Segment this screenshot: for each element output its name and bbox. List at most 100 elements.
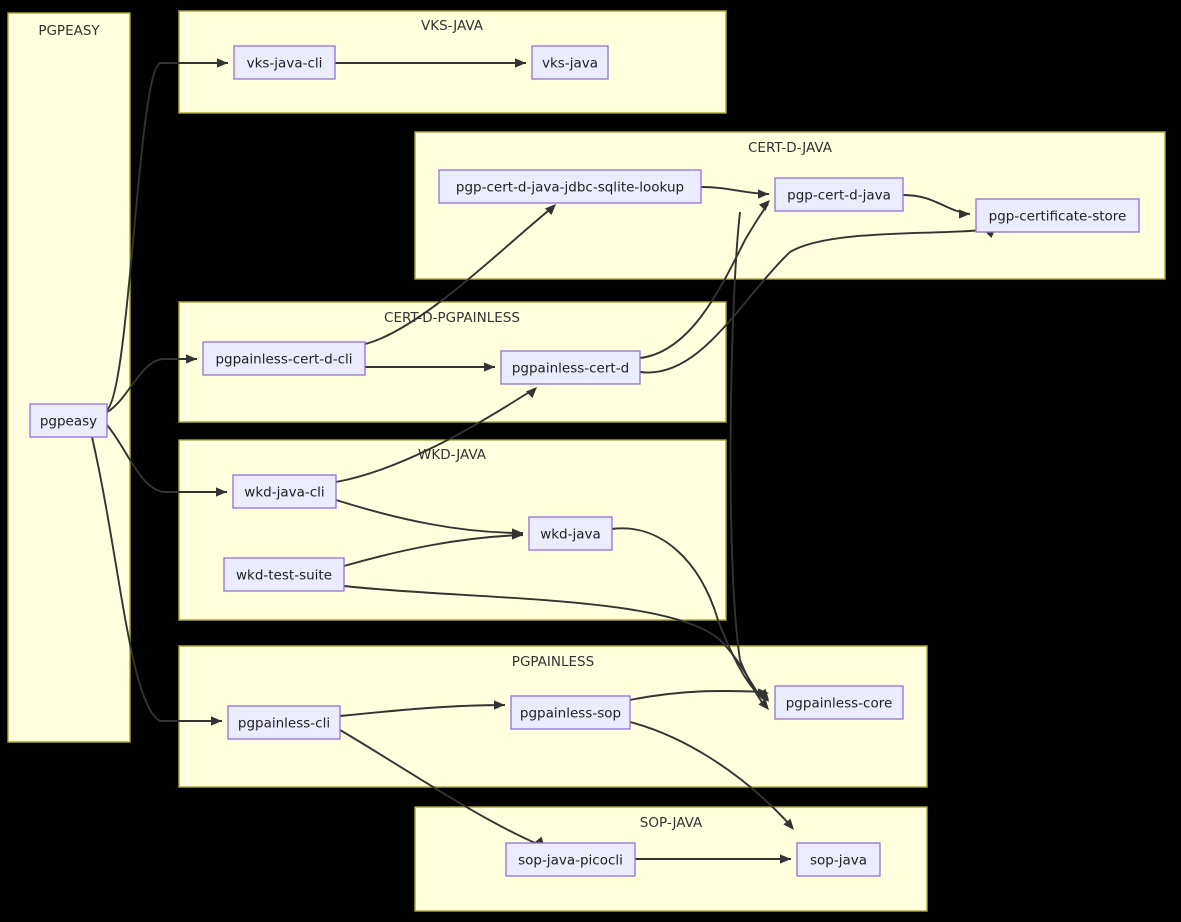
node-pgp-cert-d-java-jdbc-sqlite-lookup[interactable]: pgp-cert-d-java-jdbc-sqlite-lookup bbox=[438, 169, 702, 204]
arrow-head-icon bbox=[217, 58, 228, 68]
node-wkd-test-suite[interactable]: wkd-test-suite bbox=[223, 557, 345, 592]
node-box-pgpainless-cert-d-cli[interactable] bbox=[202, 341, 366, 376]
arrow-head-icon bbox=[780, 854, 791, 864]
arrow-head-icon bbox=[758, 200, 770, 212]
node-label-pgp-cert-d-java-jdbc-sqlite-lookup: pgp-cert-d-java-jdbc-sqlite-lookup bbox=[456, 180, 684, 196]
node-pgpainless-cert-d-cli[interactable]: pgpainless-cert-d-cli bbox=[202, 341, 366, 376]
node-box-pgp-cert-d-java-jdbc-sqlite-lookup[interactable] bbox=[438, 169, 702, 204]
edge-vks-java-cli-to-vks-java bbox=[335, 58, 526, 68]
arrow-head-icon bbox=[758, 698, 769, 710]
arrow-head-icon bbox=[515, 58, 526, 68]
arrow-head-icon bbox=[484, 362, 495, 372]
edge-path bbox=[339, 704, 506, 717]
edge-pgp-cert-d-java-jdbc-sqlite-lookup-to-pgp-cert-d-java bbox=[700, 186, 770, 199]
node-sop-java-picocli[interactable]: sop-java-picocli bbox=[505, 842, 636, 877]
node-label-vks-java-cli: vks-java-cli bbox=[247, 56, 323, 72]
node-label-pgpeasy: pgpeasy bbox=[40, 414, 97, 430]
edge-path bbox=[335, 388, 535, 483]
edge-path bbox=[339, 729, 541, 846]
edge-sop-java-picocli-to-sop-java bbox=[635, 854, 791, 864]
node-pgpainless-core[interactable]: pgpainless-core bbox=[774, 685, 904, 720]
edge-pgp-cert-d-java-to-pgp-certificate-store bbox=[902, 194, 971, 219]
edge-path bbox=[729, 211, 766, 707]
edge-wkd-java-cli-to-pgpainless-cert-d bbox=[335, 387, 537, 483]
cluster-title-sop-java: SOP-JAVA bbox=[640, 815, 703, 831]
node-label-sop-java-picocli: sop-java-picocli bbox=[518, 853, 623, 869]
node-pgpainless-cert-d[interactable]: pgpainless-cert-d bbox=[500, 350, 641, 385]
node-wkd-java[interactable]: wkd-java bbox=[528, 516, 613, 551]
node-pgpainless-sop[interactable]: pgpainless-sop bbox=[510, 695, 631, 730]
edge-path bbox=[335, 499, 524, 534]
arrow-head-icon bbox=[758, 688, 769, 698]
node-vks-java[interactable]: vks-java bbox=[531, 45, 609, 80]
node-label-pgpainless-core: pgpainless-core bbox=[786, 696, 893, 712]
node-box-pgpainless-cli[interactable] bbox=[227, 705, 341, 740]
arrow-head-icon bbox=[525, 387, 537, 399]
node-sop-java[interactable]: sop-java bbox=[796, 842, 881, 877]
node-pgp-cert-d-java[interactable]: pgp-cert-d-java bbox=[774, 177, 904, 212]
edge-pgpeasy-to-pgpainless-cert-d-cli bbox=[106, 354, 197, 413]
node-box-pgpainless-cert-d[interactable] bbox=[500, 350, 641, 385]
node-label-pgpainless-cli: pgpainless-cli bbox=[238, 716, 330, 732]
node-box-sop-java[interactable] bbox=[796, 842, 881, 877]
node-label-wkd-java: wkd-java bbox=[540, 527, 601, 543]
node-pgpeasy[interactable]: pgpeasy bbox=[29, 403, 108, 438]
edge-path bbox=[639, 203, 769, 359]
node-vks-java-cli[interactable]: vks-java-cli bbox=[233, 45, 336, 80]
arrow-head-icon bbox=[959, 209, 970, 219]
node-layer: pgpeasy vks-java-cli vks-java pgp-cert-d-ja… bbox=[29, 45, 1140, 877]
edge-pgpainless-cert-d-cli-to-pgpainless-cert-d bbox=[365, 362, 495, 372]
node-box-vks-java-cli[interactable] bbox=[233, 45, 336, 80]
edge-pgpainless-sop-to-sop-java bbox=[629, 721, 794, 830]
node-wkd-java-cli[interactable]: wkd-java-cli bbox=[232, 474, 337, 509]
node-box-vks-java[interactable] bbox=[531, 45, 609, 80]
edge-path bbox=[343, 534, 524, 567]
node-box-pgpainless-core[interactable] bbox=[774, 685, 904, 720]
arrow-head-icon bbox=[186, 354, 197, 364]
node-pgpainless-cli[interactable]: pgpainless-cli bbox=[227, 705, 341, 740]
cluster-title-pgpeasy: PGPEASY bbox=[38, 23, 100, 39]
node-pgp-certificate-store[interactable]: pgp-certificate-store bbox=[975, 198, 1140, 233]
edge-path bbox=[106, 62, 228, 411]
node-box-wkd-java[interactable] bbox=[528, 516, 613, 551]
arrow-head-icon bbox=[758, 189, 769, 199]
arrow-head-icon bbox=[783, 818, 794, 830]
edge-wkd-test-suite-to-wkd-java bbox=[343, 530, 524, 567]
arrow-head-icon bbox=[512, 530, 523, 540]
node-box-wkd-test-suite[interactable] bbox=[223, 557, 345, 592]
edge-path bbox=[639, 228, 991, 374]
cluster-box-wkd-java bbox=[178, 439, 727, 621]
node-label-pgpainless-sop: pgpainless-sop bbox=[520, 706, 621, 722]
cluster-title-pgpainless: PGPAINLESS bbox=[512, 654, 594, 670]
node-box-sop-java-picocli[interactable] bbox=[505, 842, 636, 877]
arrow-head-icon bbox=[216, 487, 227, 497]
node-box-pgp-cert-d-java[interactable] bbox=[774, 177, 904, 212]
node-label-pgp-cert-d-java: pgp-cert-d-java bbox=[787, 188, 891, 204]
node-label-pgp-certificate-store: pgp-certificate-store bbox=[989, 209, 1127, 225]
edge-pgpeasy-to-wkd-java-cli bbox=[106, 424, 227, 497]
cluster-wkd-java: WKD-JAVA bbox=[178, 439, 727, 621]
edge-pgpainless-cert-d-to-pgp-cert-d-java bbox=[639, 200, 770, 359]
node-box-pgp-certificate-store[interactable] bbox=[975, 198, 1140, 233]
edge-pgpeasy-to-vks-java-cli bbox=[106, 58, 228, 411]
edge-pgp-cert-d-java-to-pgpainless-core bbox=[729, 211, 769, 710]
cluster-box-pgpeasy bbox=[7, 12, 131, 743]
cluster-title-cert-d-pgpainless: CERT-D-PGPAINLESS bbox=[384, 310, 520, 326]
node-box-wkd-java-cli[interactable] bbox=[232, 474, 337, 509]
edge-path bbox=[91, 436, 222, 722]
edge-path bbox=[364, 205, 555, 345]
node-label-vks-java: vks-java bbox=[542, 56, 598, 72]
node-label-pgpainless-cert-d: pgpainless-cert-d bbox=[512, 361, 629, 377]
edge-pgpainless-cli-to-pgpainless-sop bbox=[339, 700, 506, 717]
edge-pgpainless-cert-d-cli-to-pgp-cert-d-java-jdbc-sqlite-lookup bbox=[364, 204, 556, 345]
node-box-pgpainless-sop[interactable] bbox=[510, 695, 631, 730]
node-box-pgpeasy[interactable] bbox=[29, 403, 108, 438]
cluster-pgpeasy: PGPEASY bbox=[7, 12, 131, 743]
edge-path bbox=[106, 424, 227, 493]
cluster-title-cert-d-java: CERT-D-JAVA bbox=[748, 140, 833, 156]
edge-pgpeasy-to-pgpainless-cli bbox=[91, 436, 222, 726]
node-label-wkd-test-suite: wkd-test-suite bbox=[236, 568, 332, 584]
